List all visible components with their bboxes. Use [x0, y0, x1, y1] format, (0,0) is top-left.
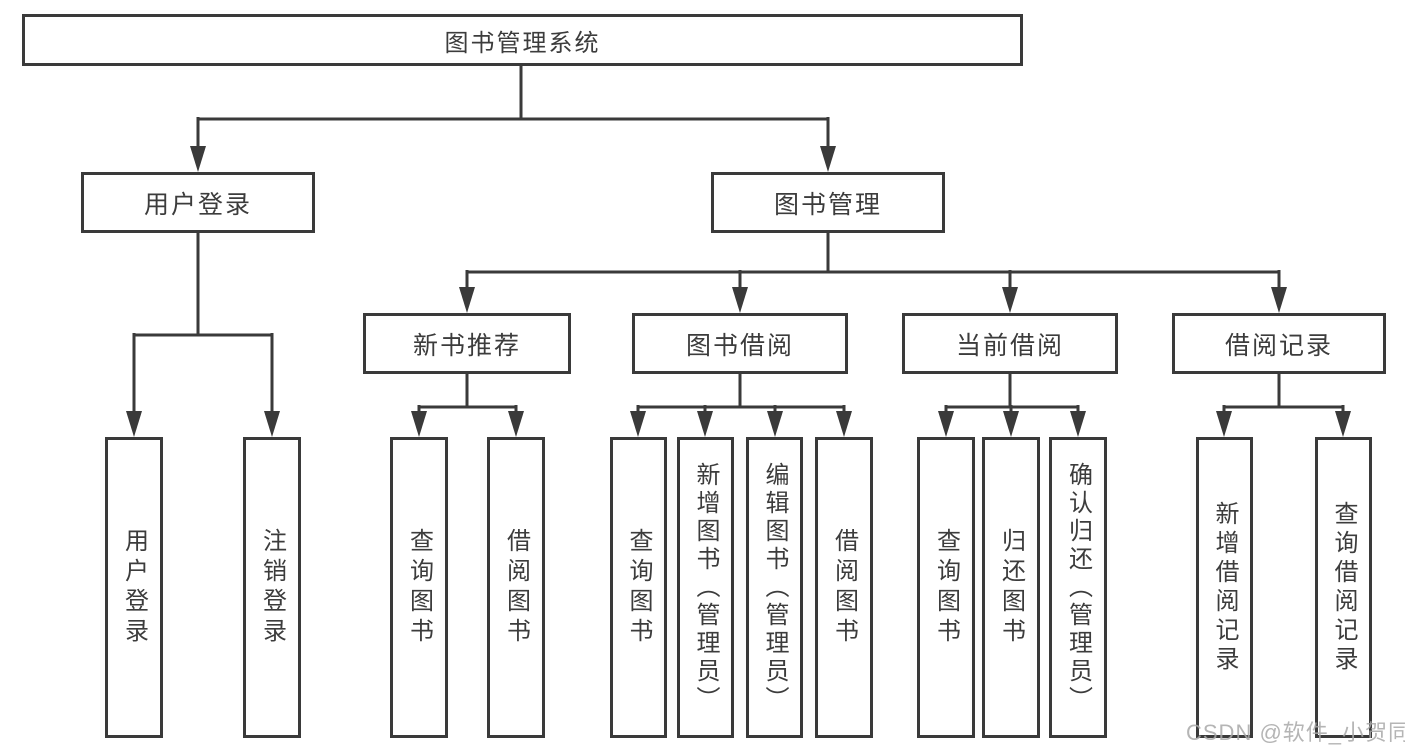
leaf-label: 查询图书 [932, 527, 960, 648]
leaf-label: 借阅图书 [502, 527, 530, 648]
node-new-book-recommend: 新书推荐 [363, 313, 571, 374]
leaf-query-borrow-record: 查询借阅记录 [1315, 437, 1372, 738]
leaf-user-login: 用户登录 [105, 437, 163, 738]
leaf-borrow-books-recommend: 借阅图书 [487, 437, 545, 738]
leaf-label: 查询图书 [405, 527, 433, 648]
leaf-add-borrow-record: 新增借阅记录 [1196, 437, 1253, 738]
node-label: 借阅记录 [1224, 331, 1333, 360]
leaf-query-books-recommend: 查询图书 [390, 437, 448, 738]
leaf-logout: 注销登录 [243, 437, 301, 738]
leaf-edit-book-admin: 编辑图书（管理员） [746, 437, 803, 738]
leaf-label: 查询图书 [625, 527, 652, 648]
leaf-label: 注销登录 [258, 527, 286, 648]
leaf-add-book-admin: 新增图书（管理员） [677, 437, 734, 738]
node-borrowing-records: 借阅记录 [1172, 313, 1386, 374]
leaf-label: 查询借阅记录 [1330, 500, 1357, 675]
leaf-label: 借阅图书 [830, 527, 858, 648]
node-current-borrowing: 当前借阅 [902, 313, 1118, 374]
node-label: 当前借阅 [955, 331, 1064, 360]
leaf-label: 用户登录 [120, 527, 148, 648]
node-book-management-system: 图书管理系统 [22, 14, 1023, 66]
node-book-management: 图书管理 [711, 172, 945, 233]
node-label: 用户登录 [143, 190, 252, 219]
leaf-label: 确认归还（管理员） [1064, 461, 1092, 714]
node-label: 图书借阅 [685, 331, 794, 360]
leaf-confirm-return-admin: 确认归还（管理员） [1049, 437, 1107, 738]
node-label: 图书管理系统 [444, 29, 601, 57]
leaf-query-books-current: 查询图书 [917, 437, 975, 738]
node-book-borrowing: 图书借阅 [632, 313, 848, 374]
leaf-return-books: 归还图书 [982, 437, 1040, 738]
node-user-login: 用户登录 [81, 172, 315, 233]
leaf-query-books-borrow: 查询图书 [610, 437, 667, 738]
node-label: 新书推荐 [412, 331, 521, 360]
leaf-label: 归还图书 [997, 527, 1025, 648]
leaf-label: 新增图书（管理员） [692, 461, 719, 714]
leaf-label: 编辑图书（管理员） [761, 461, 788, 714]
watermark-text: CSDN @软件_小贺同学 [1186, 720, 1405, 745]
node-label: 图书管理 [773, 190, 882, 219]
leaf-label: 新增借阅记录 [1211, 500, 1238, 675]
leaf-borrow-books: 借阅图书 [815, 437, 873, 738]
